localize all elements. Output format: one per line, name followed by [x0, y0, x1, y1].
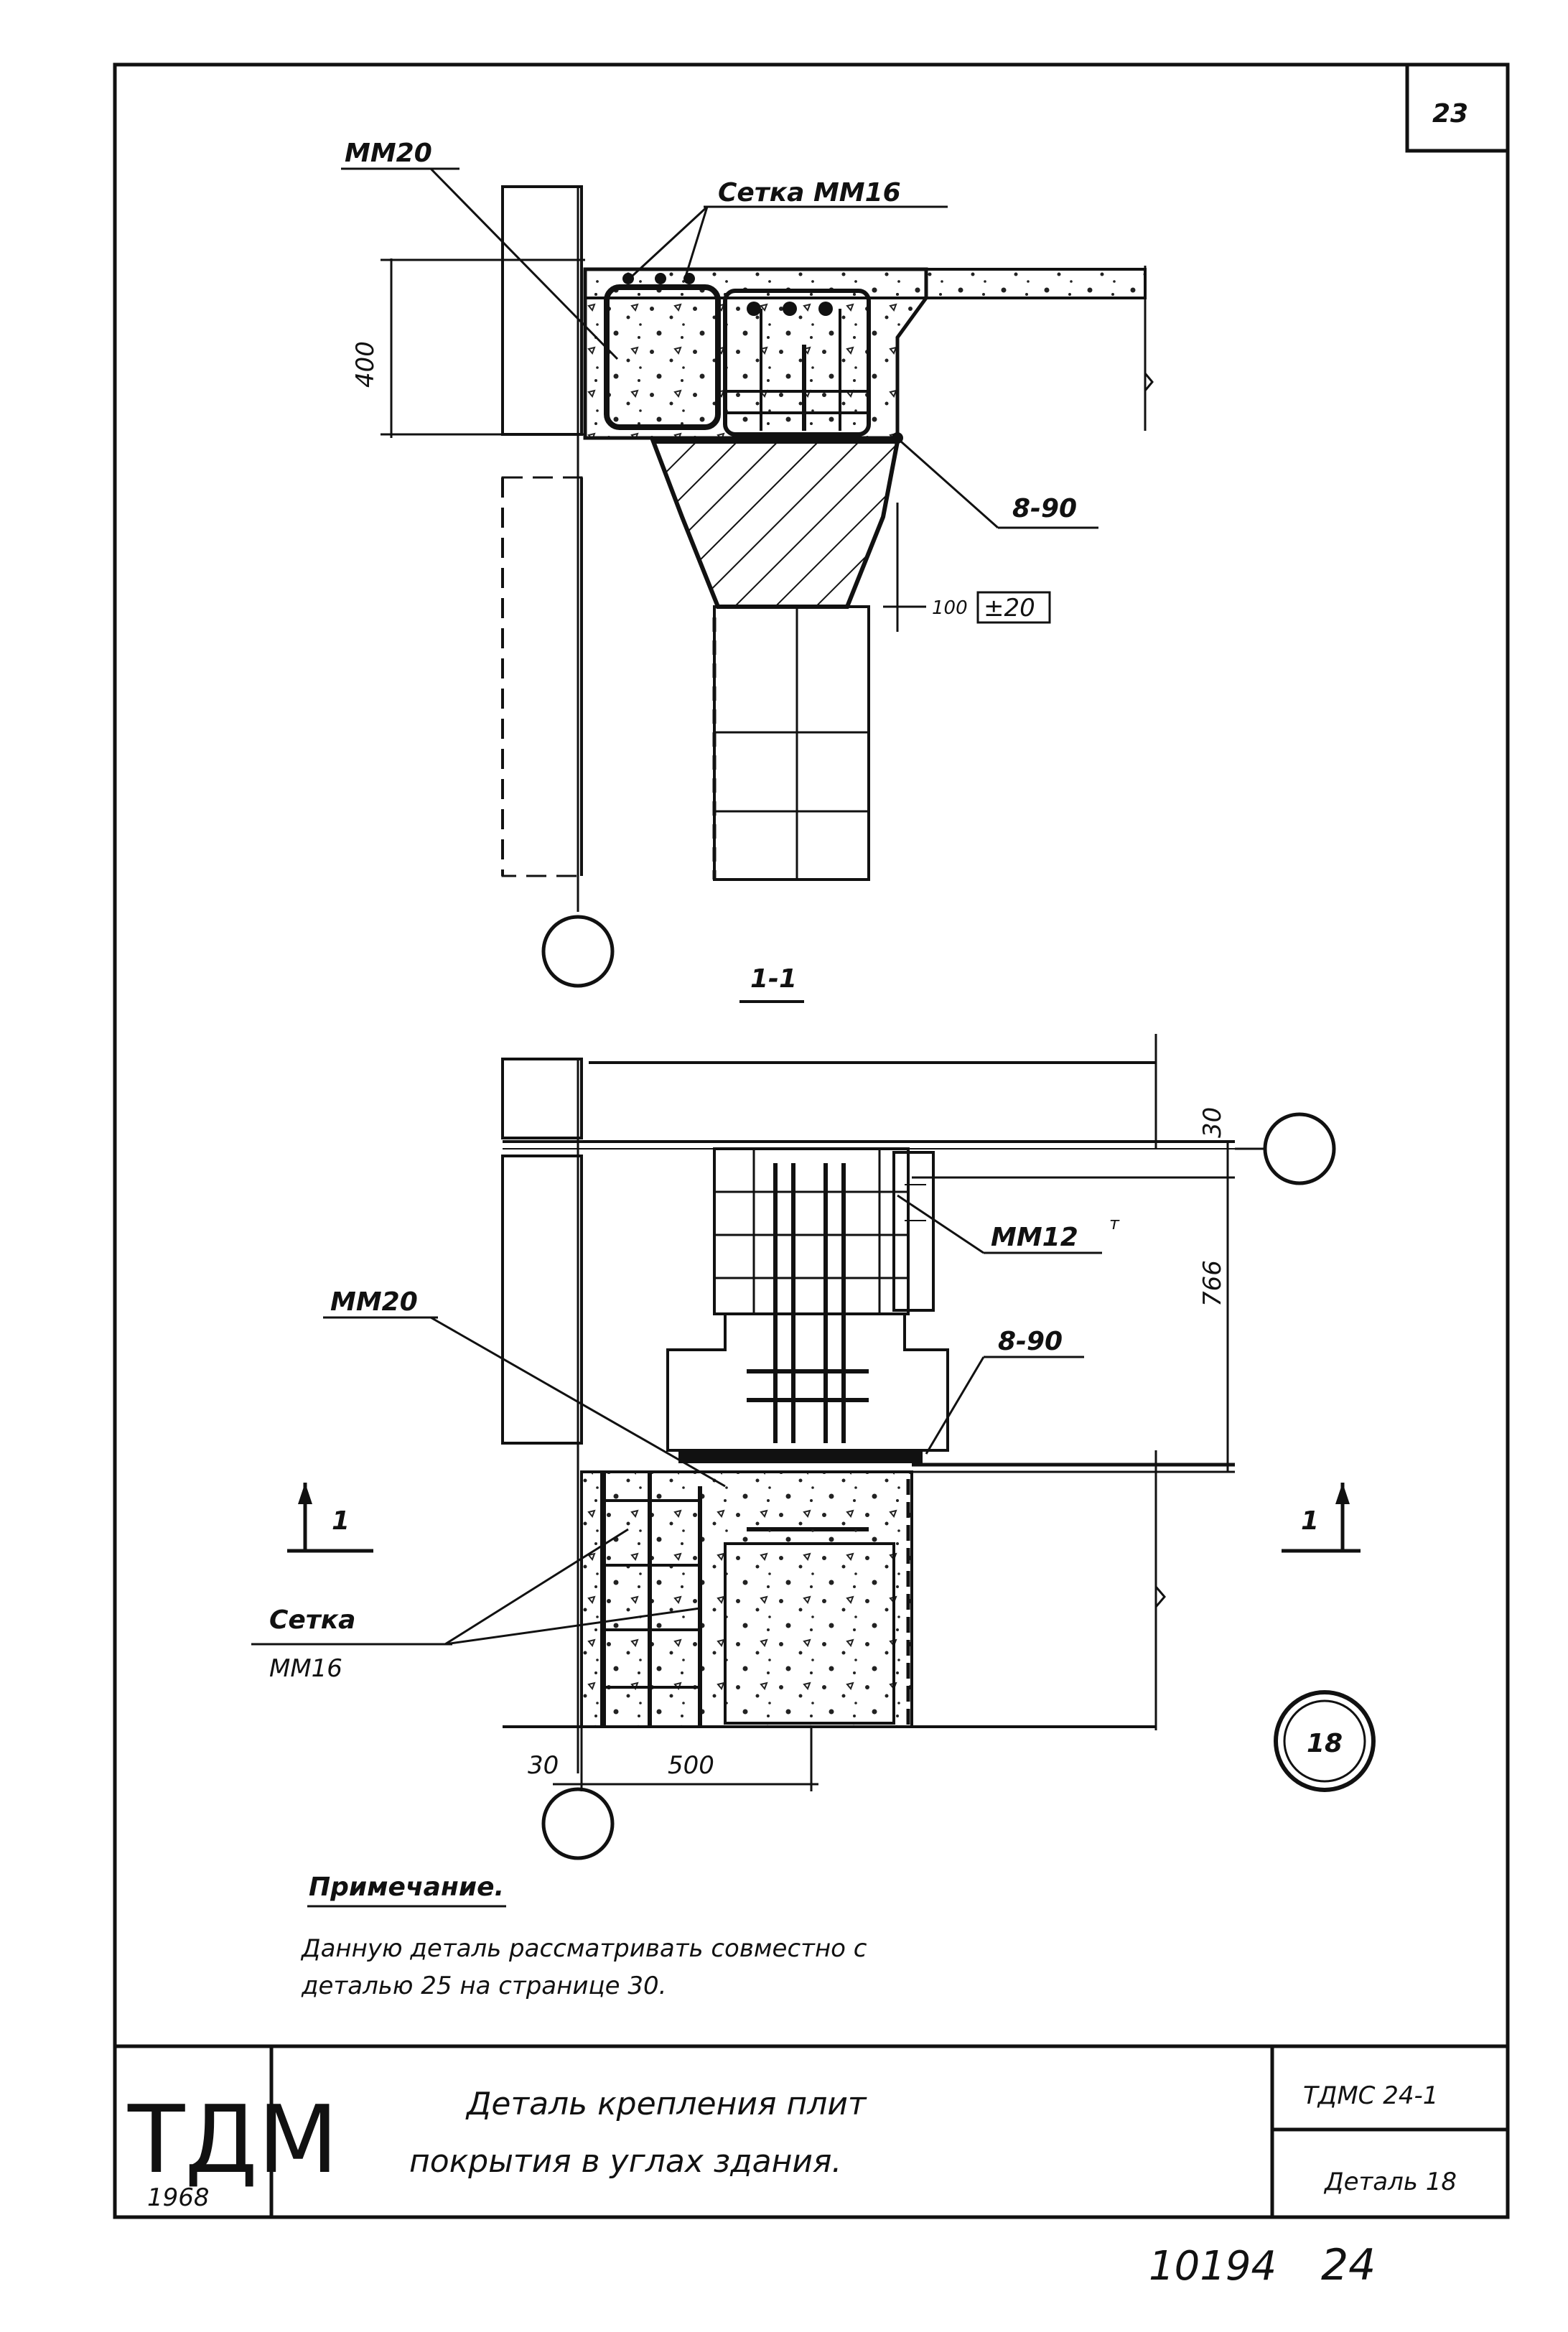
top-beam [501, 1058, 583, 1139]
page-number: 23 [1432, 99, 1468, 129]
column-below [713, 605, 870, 881]
cut-mark-right: 1 [1301, 1506, 1319, 1536]
dim-500: 500 [668, 1751, 714, 1780]
dim-400: 400 [351, 341, 380, 388]
dim-766: 766 [1198, 1260, 1227, 1307]
top-view: 400 ММ20 Сетка ММ16 8-90 100 ±20 [341, 139, 1154, 988]
axis-bubble-bottom [541, 1787, 615, 1860]
mm12-plate [892, 1151, 935, 1312]
label-mesh-section-2: ММ16 [269, 1654, 342, 1683]
section-title: 1-1 [750, 964, 797, 994]
handwritten-page: 24 [1321, 2240, 1376, 2290]
logo-year: 1968 [147, 2183, 210, 2212]
column-capital [666, 1312, 949, 1452]
label-bolt-section: 8-90 [998, 1327, 1063, 1356]
dim-30-top: 30 [1198, 1107, 1227, 1138]
mm20-cage [604, 284, 721, 430]
note-line-1: Данную деталь рассматривать совместно с [300, 1934, 867, 1963]
inner-cage [723, 289, 871, 437]
logo: ТДМ [127, 2085, 338, 2194]
axis-bubble-top [541, 915, 615, 988]
detail-code: Деталь 18 [1323, 2168, 1457, 2196]
label-mesh-section-1: Сетка [269, 1605, 355, 1635]
column-left-section [501, 1155, 583, 1445]
label-mesh-top: Сетка ММ16 [718, 178, 901, 207]
label-mm12: ММ12 [991, 1223, 1078, 1252]
concrete-block [580, 1470, 913, 1728]
note-line-2: деталью 25 на странице 30. [301, 1972, 666, 2000]
title-line-2: покрытия в углах здания. [409, 2143, 841, 2180]
section-view: 30 766 ММ12 т 8-90 ММ20 Сетка ММ16 1 1 3… [251, 1034, 1376, 1860]
hatched-pad [650, 439, 900, 609]
axis-bubble-right [1263, 1112, 1336, 1185]
handwritten-number: 10194 [1149, 2243, 1277, 2290]
sheet-frame [113, 62, 1510, 2219]
label-bolt-top: 8-90 [1012, 494, 1077, 523]
dim-tolerance-box [976, 591, 1051, 624]
title-line-1: Деталь крепления плит [465, 2086, 867, 2122]
label-mm12-sup: т [1109, 1213, 1120, 1233]
title-block: ТДМ 1968 Деталь крепления плит покрытия … [115, 2044, 1508, 2217]
note-title: Примечание. [309, 1872, 504, 1902]
dim-tolerance: ±20 [984, 594, 1035, 622]
detail-number-circle [1274, 1690, 1376, 1792]
series-code: ТДМС 24-1 [1303, 2081, 1438, 2110]
label-mm20-top: ММ20 [345, 139, 432, 168]
detail-number: 18 [1307, 1729, 1343, 1758]
page-number-box [1405, 62, 1510, 153]
dim-30-bottom: 30 [528, 1751, 559, 1780]
dim-100: 100 [932, 597, 968, 619]
cut-mark-left: 1 [332, 1506, 350, 1536]
label-mm20-section: ММ20 [330, 1287, 418, 1317]
